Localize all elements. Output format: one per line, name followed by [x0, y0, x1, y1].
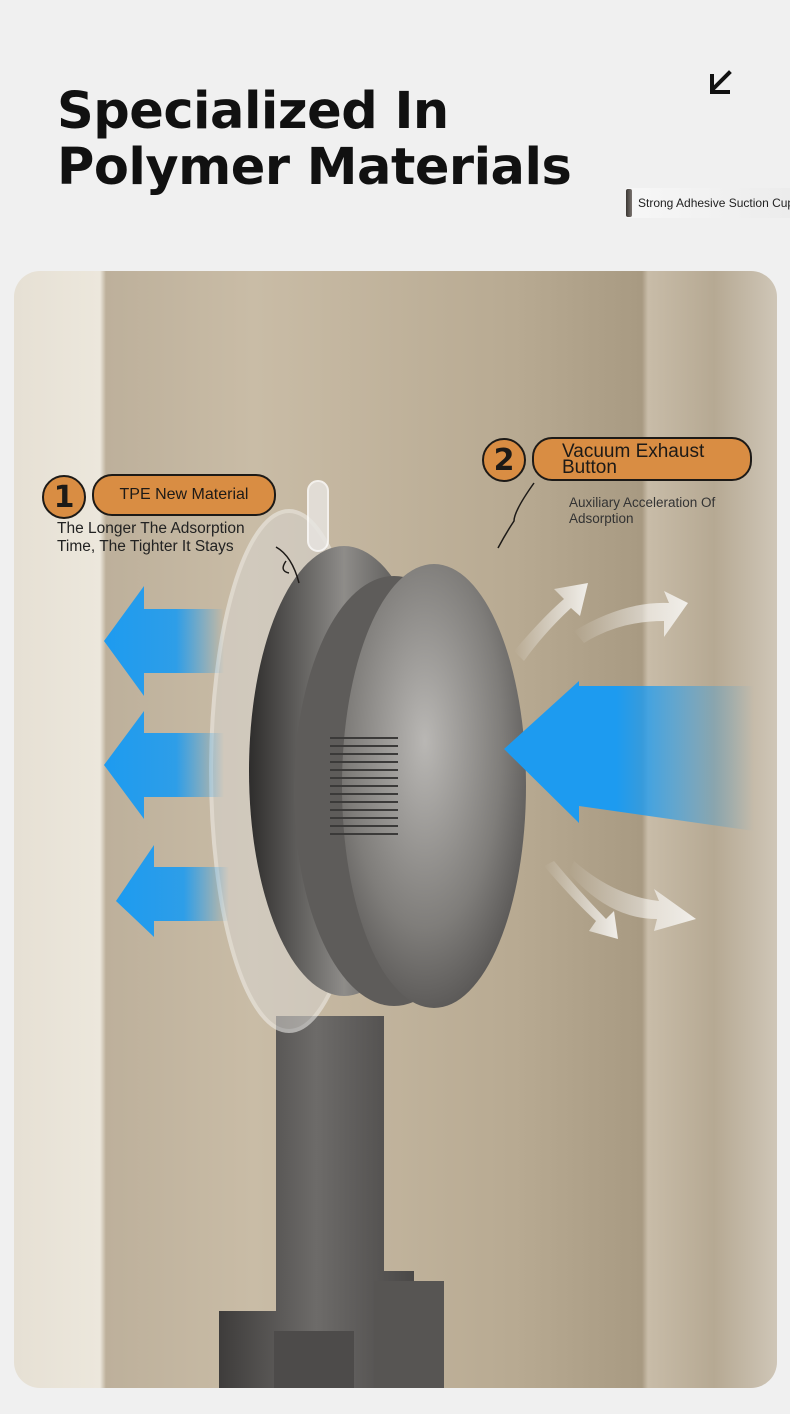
title-line-2: Polymer Materials — [57, 138, 572, 197]
callout-1-label-text: TPE New Material — [119, 486, 249, 503]
title-line-1: Specialized In — [57, 82, 449, 141]
callout-2-label: Vacuum Exhaust Button — [532, 437, 752, 481]
callout-2-description-line-2: Adsorption — [569, 511, 634, 526]
callout-2-description-line-1: Auxiliary Acceleration Of — [569, 495, 716, 510]
product-tag: Strong Adhesive Suction Cup — [626, 188, 790, 218]
callout-2-label-line-2: Button — [562, 457, 617, 478]
callout-1-description-line-2: Time, The Tighter It Stays — [57, 538, 234, 555]
callout-2-number: 2 — [482, 438, 526, 482]
callout-1-label: TPE New Material — [92, 474, 276, 516]
callout-2-description: Auxiliary Acceleration Of Adsorption — [569, 495, 715, 527]
suction-cup-illustration — [104, 480, 754, 1388]
callout-1-description-line-1: The Longer The Adsorption — [57, 520, 245, 537]
arrow-down-left-icon — [710, 70, 732, 94]
page-title: Specialized In Polymer Materials — [57, 82, 572, 197]
callout-1-number: 1 — [42, 475, 86, 519]
callout-1-description: The Longer The Adsorption Time, The Tigh… — [57, 520, 245, 556]
tag-marker — [626, 189, 632, 217]
callout-2-label-line-1: Vacuum Exhaust — [562, 441, 705, 462]
tag-label: Strong Adhesive Suction Cup — [638, 196, 790, 210]
